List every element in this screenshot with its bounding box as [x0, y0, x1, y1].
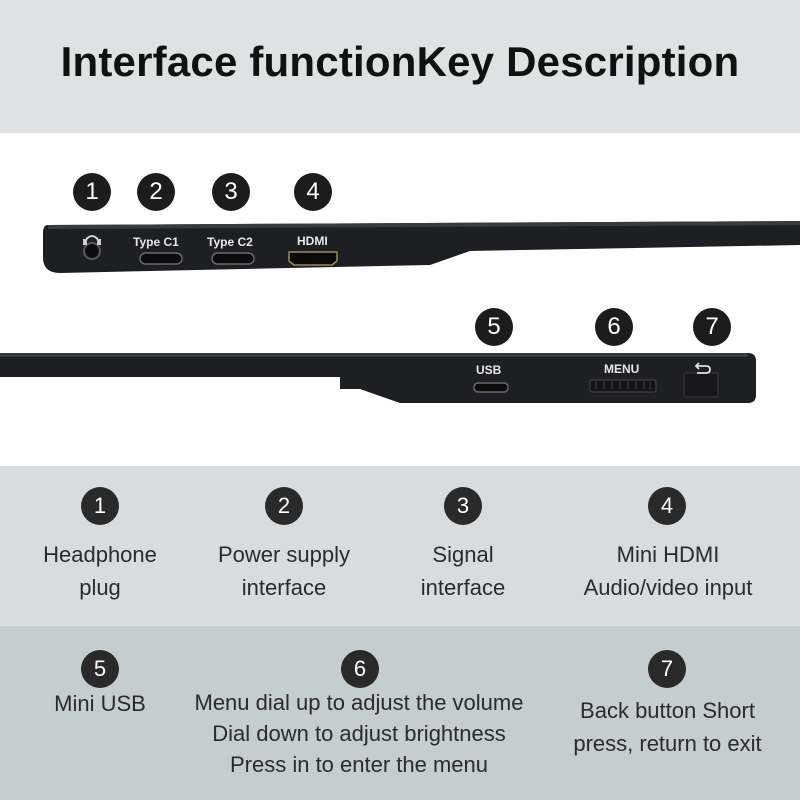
header-banner: Interface functionKey Description: [0, 0, 800, 133]
type-c1-port: [139, 252, 183, 265]
description-number-badge: 4: [648, 487, 686, 525]
port-number-badge: 2: [137, 173, 175, 211]
port-number-badge: 4: [294, 173, 332, 211]
description-number-badge: 2: [265, 487, 303, 525]
headphone-jack-icon: [83, 235, 101, 260]
port-number-badge: 3: [212, 173, 250, 211]
type-c2-label: Type C2: [207, 235, 253, 249]
description-mini-hdmi: Mini HDMI Audio/video input: [583, 542, 753, 600]
device-top-edge: [43, 221, 800, 273]
description-power-supply: Power supply interface: [217, 542, 351, 600]
description-row-2: 5 Mini USB 6 Menu dial up to adjust the …: [0, 626, 800, 800]
mini-hdmi-port: [288, 251, 338, 266]
description-headphone: Headphone plug: [43, 542, 157, 600]
type-c2-port: [211, 252, 255, 265]
port-number-badge: 6: [595, 308, 633, 346]
hdmi-label: HDMI: [297, 234, 328, 248]
description-number-badge: 1: [81, 487, 119, 525]
device-side-views: [0, 221, 800, 403]
device-illustration: Type C1 Type C2 HDMI USB MENU 1 2 3 4 5 …: [0, 133, 800, 466]
device-bottom-edge: [0, 353, 756, 403]
port-number-badge: 7: [693, 308, 731, 346]
description-row-1: 1 Headphone plug 2 Power supply interfac…: [0, 466, 800, 626]
port-number-badge: 5: [475, 308, 513, 346]
menu-dial: [589, 379, 657, 393]
description-number-badge: 6: [341, 650, 379, 688]
description-number-badge: 3: [444, 487, 482, 525]
description-number-badge: 5: [81, 650, 119, 688]
description-mini-usb: Mini USB: [54, 691, 146, 716]
port-number-badge: 1: [73, 173, 111, 211]
mini-usb-port: [473, 382, 509, 393]
description-signal: Signal interface: [420, 542, 506, 600]
usb-label: USB: [476, 363, 502, 377]
back-button: [683, 372, 719, 398]
description-back-button: Back button Short press, return to exit: [573, 698, 762, 756]
menu-label: MENU: [604, 362, 640, 376]
description-menu-dial: Menu dial up to adjust the volume Dial d…: [194, 690, 524, 777]
description-number-badge: 7: [648, 650, 686, 688]
page-title: Interface functionKey Description: [60, 38, 740, 85]
back-arrow-icon: [694, 362, 711, 374]
type-c1-label: Type C1: [133, 235, 179, 249]
